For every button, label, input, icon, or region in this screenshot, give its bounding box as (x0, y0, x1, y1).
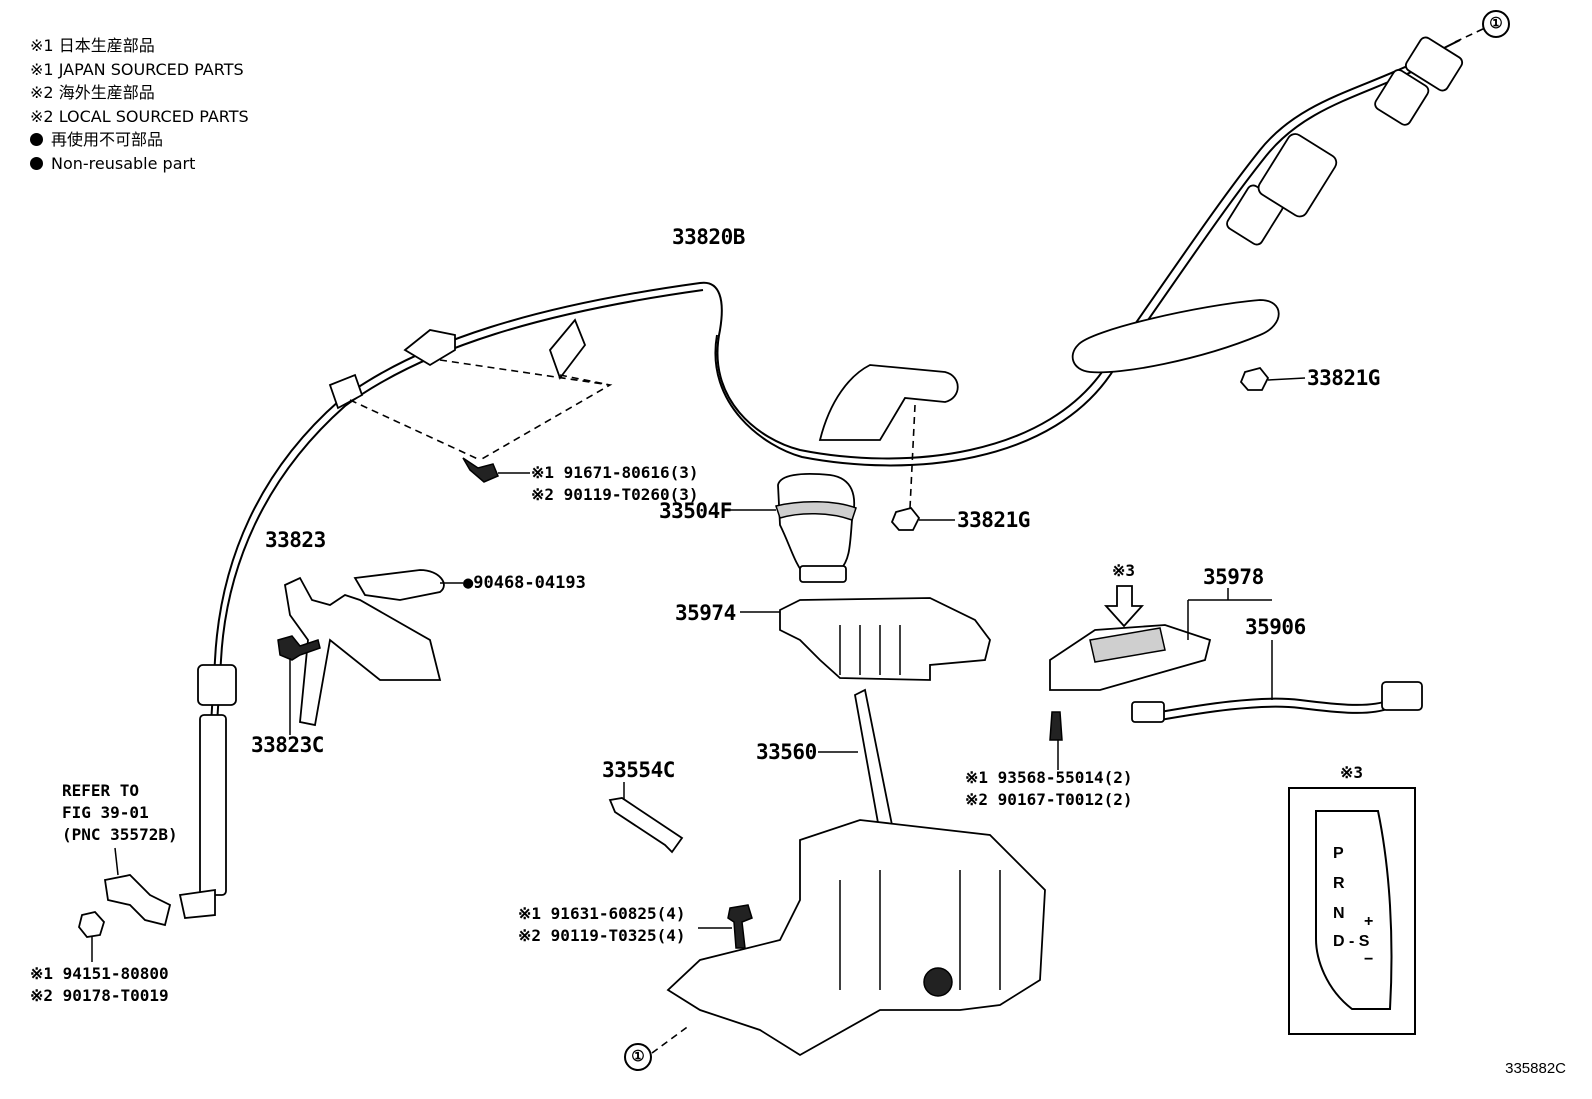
label-33504f: 33504F (659, 499, 732, 523)
connector-mark-bottom: ① (624, 1043, 652, 1071)
legend-row-4: ※2 LOCAL SOURCED PARTS (30, 106, 249, 126)
gear-indicator-note: ※3 (1340, 763, 1364, 782)
label-35978: 35978 (1203, 565, 1264, 589)
bracket-33823 (283, 576, 442, 727)
gear-n: N (1333, 905, 1345, 922)
gear-plus: + (1364, 913, 1374, 930)
gear-indicator-panel-art (1315, 810, 1393, 1010)
gear-indicator-inset: P R N + D - S − (1288, 787, 1416, 1035)
gear-r: R (1333, 875, 1345, 892)
legend-row-6: Non-reusable part (30, 152, 249, 176)
cable-fitting-3 (1374, 69, 1430, 126)
label-bolt-91671: ※1 91671-80616(3) ※2 90119-T0260(3) (531, 463, 699, 504)
bolt-91671 (462, 457, 499, 483)
label-33554c: 33554C (602, 758, 675, 782)
legend: ※1 日本生産部品 ※1 JAPAN SOURCED PARTS ※2 海外生産… (30, 34, 249, 175)
non-reusable-dot-icon (30, 133, 43, 146)
cable-fitting-4 (1404, 36, 1464, 92)
nut-33821g-upper (1239, 366, 1270, 391)
shift-knob (777, 472, 856, 576)
legend-row-2: ※1 JAPAN SOURCED PARTS (30, 59, 244, 79)
legend-row-3: ※2 海外生産部品 (30, 83, 155, 102)
label-90468: ●90468-04193 (463, 573, 586, 593)
label-35906: 35906 (1245, 615, 1306, 639)
label-33820b: 33820B (672, 225, 745, 249)
non-reusable-dot-icon (30, 156, 43, 170)
gear-minus: − (1364, 951, 1374, 968)
label-nut-94151: ※1 94151-80800 ※2 90178-T0019 (30, 964, 169, 1005)
cable-end (178, 888, 216, 919)
harness-connector-right (1381, 681, 1423, 711)
label-33821g-lower: 33821G (957, 508, 1030, 532)
refer-note: REFER TO FIG 39-01 (PNC 35572B) (62, 781, 178, 844)
gear-d-s: D - S (1333, 933, 1370, 950)
screw-93568 (1049, 711, 1063, 741)
label-bolt-91631: ※1 91631-60825(4) ※2 90119-T0325(4) (518, 904, 686, 945)
screw-33823c (277, 635, 321, 661)
harness-connector-left (1131, 701, 1165, 723)
cable-grommet (197, 664, 237, 706)
cable-sheath (199, 714, 227, 896)
cable-clamp-3 (548, 318, 587, 380)
housing-35974 (779, 597, 991, 681)
label-screw-93568: ※1 93568-55014(2) ※2 90167-T0012(2) (965, 768, 1133, 809)
label-note-3: ※3 (1112, 561, 1136, 580)
nut-94151 (78, 911, 106, 938)
legend-row-1: ※1 日本生産部品 (30, 36, 155, 55)
label-33560: 33560 (756, 740, 817, 764)
shift-cable (199, 39, 1461, 906)
shift-base-assembly (666, 819, 1046, 1057)
figure-code: 335882C (1505, 1060, 1566, 1077)
cable-bracket-plate (1071, 299, 1280, 374)
refer-bracket (103, 874, 172, 927)
legend-row-5: 再使用不可部品 (30, 128, 249, 152)
gear-p: P (1333, 845, 1344, 862)
label-33821g-upper: 33821G (1307, 366, 1380, 390)
cable-fitting-2 (1257, 133, 1338, 218)
cable-lever-arm (818, 364, 959, 441)
connector-mark-top: ① (1482, 10, 1510, 38)
plate-33554c (608, 797, 684, 854)
label-35974: 35974 (675, 601, 736, 625)
clip-90468 (353, 569, 445, 601)
arrow-note-3-icon (1103, 585, 1145, 628)
cable-clamp-1 (403, 329, 456, 367)
label-33823c: 33823C (251, 733, 324, 757)
base-gear (923, 967, 953, 997)
label-33823: 33823 (265, 528, 326, 552)
nut-33821g-lower (890, 506, 921, 531)
cable-clamp-2 (328, 373, 364, 410)
bolt-91631 (727, 904, 753, 949)
